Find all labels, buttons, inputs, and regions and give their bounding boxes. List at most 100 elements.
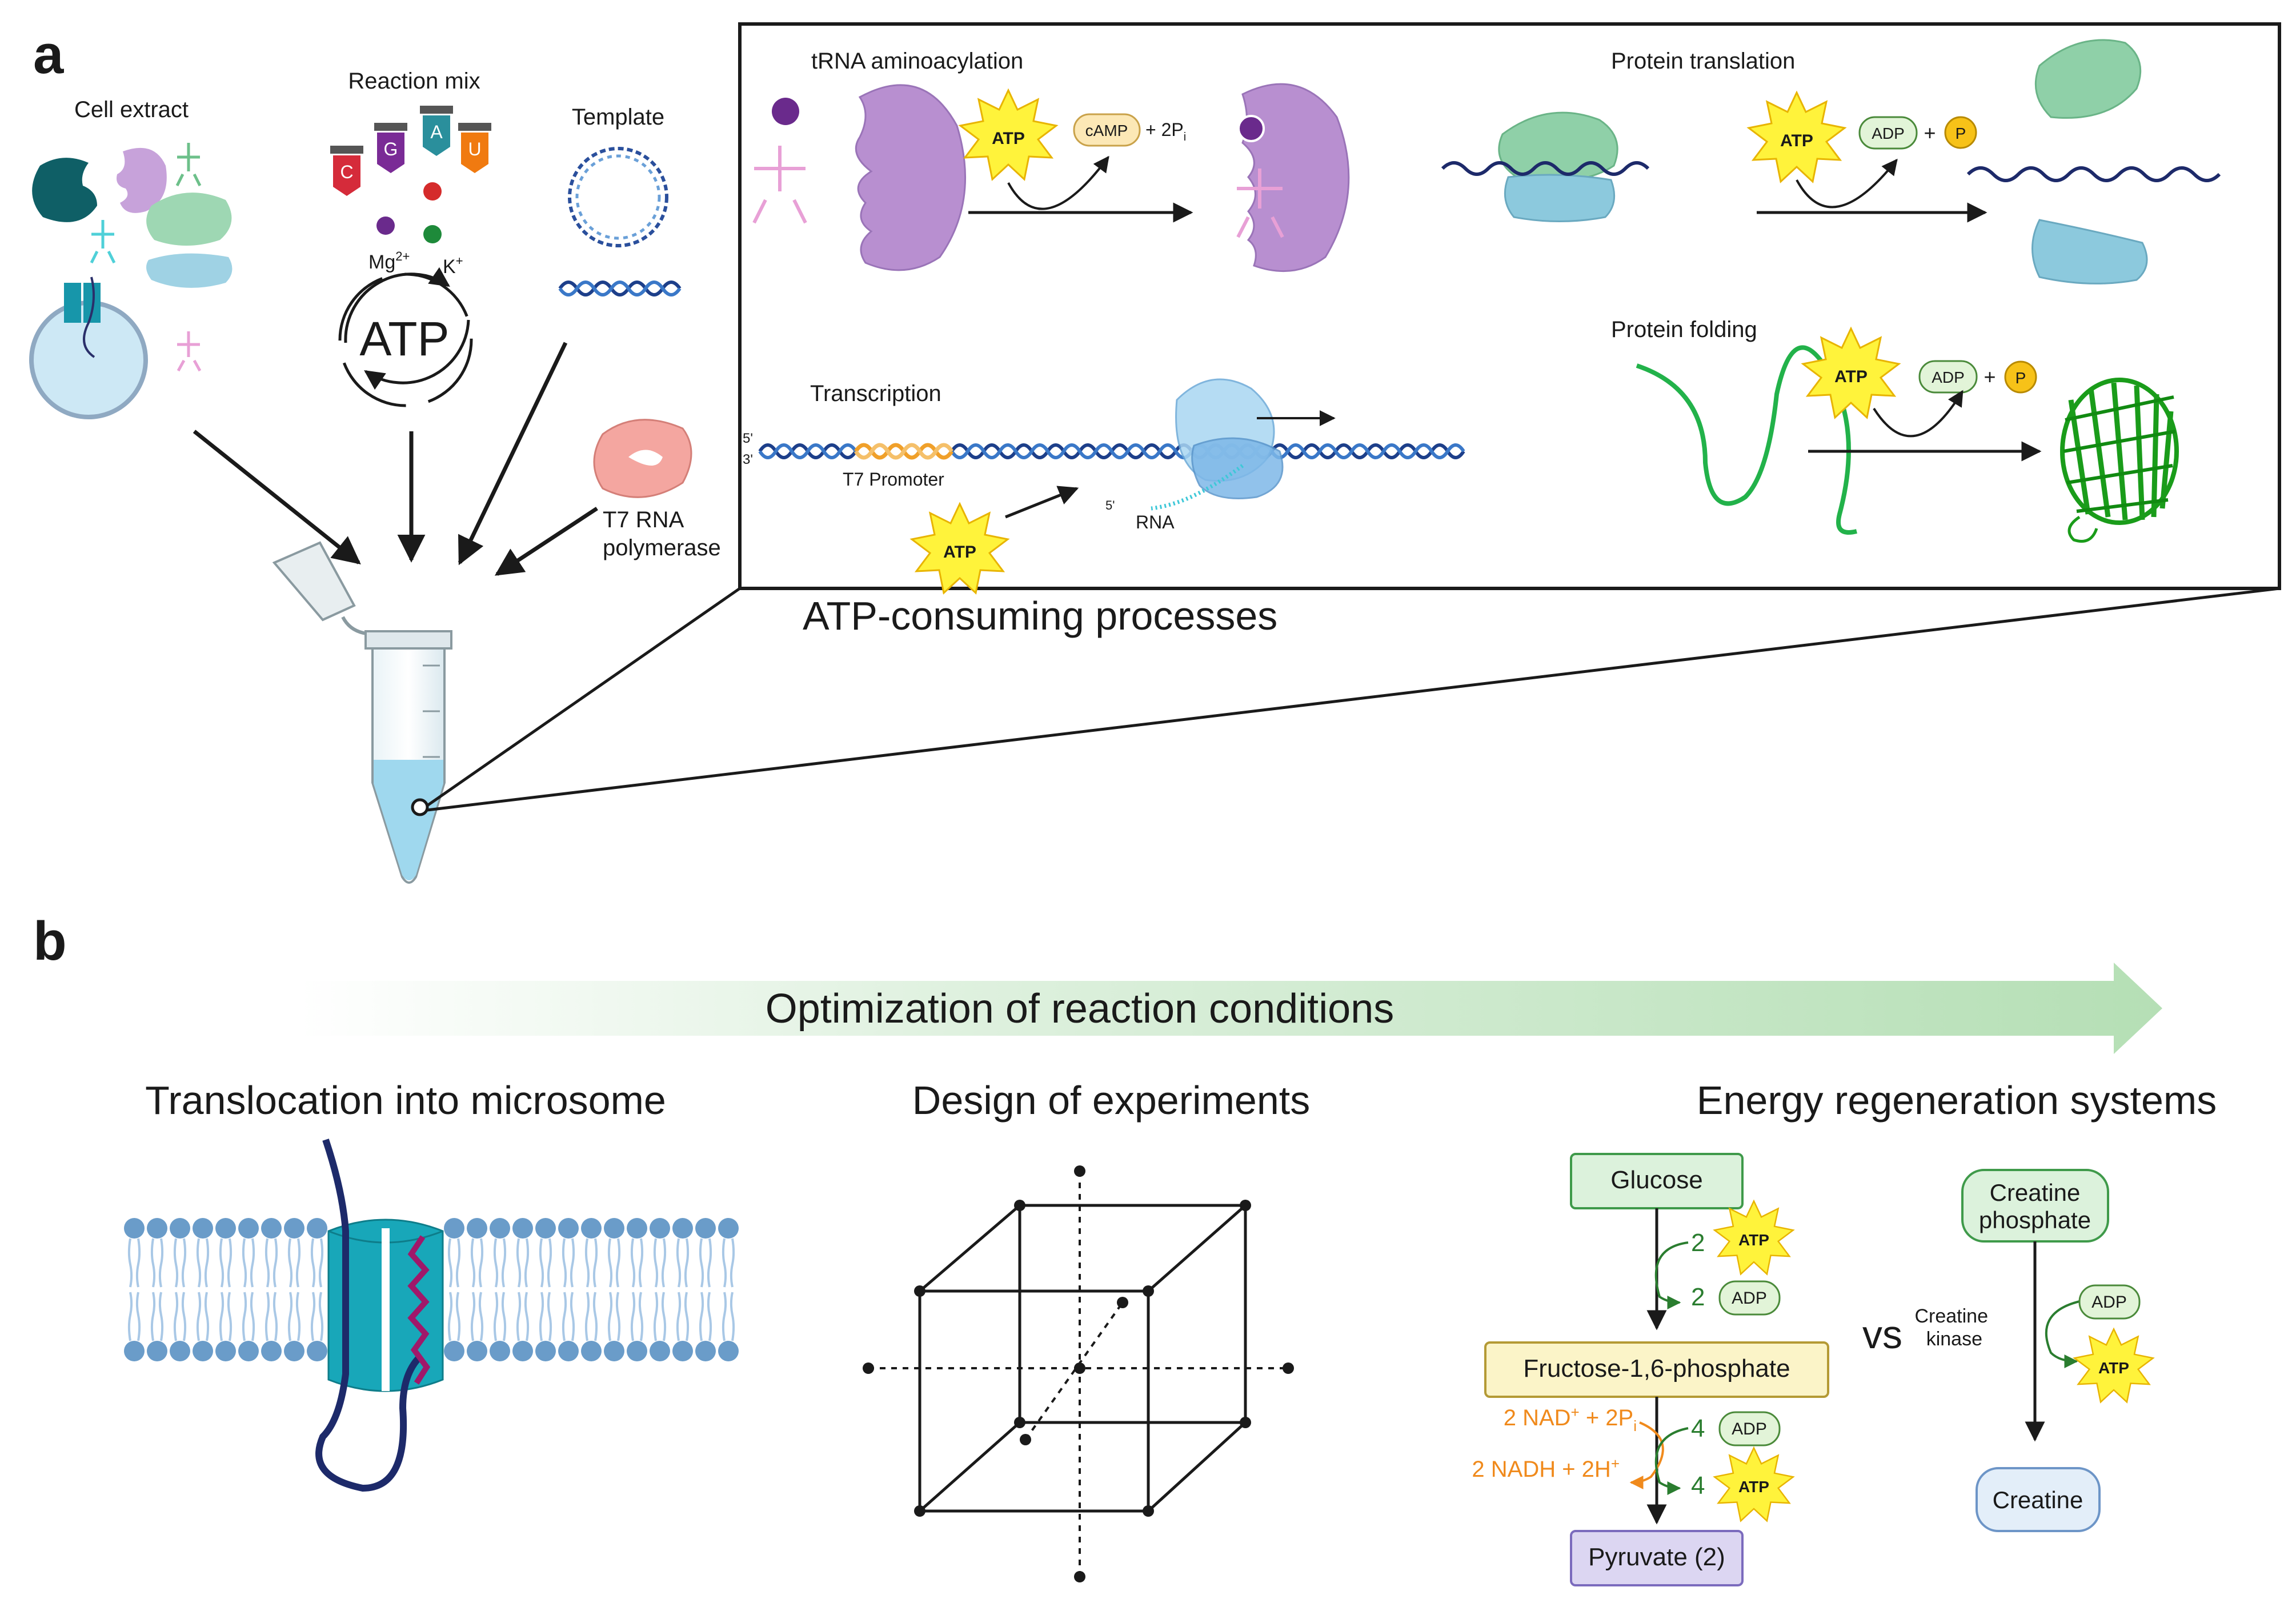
lipid-tail: [265, 1238, 270, 1288]
nadh-label: 2 NADH + 2H+: [1472, 1455, 1620, 1482]
lipid-head: [467, 1218, 487, 1239]
lipid-head: [558, 1218, 579, 1239]
lipid-head: [147, 1341, 167, 1361]
creatine-kinase-line1: Creatine: [1914, 1305, 1988, 1327]
optimization-banner-label: Optimization of reaction conditions: [766, 986, 1395, 1032]
creatine-phosphate-line1: Creatine: [1990, 1179, 2081, 1206]
lipid-head: [512, 1218, 533, 1239]
lipid-tail: [684, 1238, 690, 1288]
lipid-tail: [638, 1292, 644, 1341]
lipid-tail: [242, 1238, 247, 1288]
lipid-tail: [615, 1292, 621, 1341]
lipid-tail: [470, 1292, 476, 1341]
lipid-tail: [318, 1292, 324, 1341]
inset-caption: ATP-consuming processes: [803, 594, 1277, 638]
glycolysis-atp-label-2: ATP: [1738, 1478, 1769, 1496]
cell-extract-label: Cell extract: [74, 97, 189, 122]
lipid-head: [650, 1341, 670, 1361]
t7-label-line2: polymerase: [603, 535, 721, 560]
lipid-head: [307, 1341, 327, 1361]
lipid-head: [718, 1218, 739, 1239]
lipid-tail: [219, 1238, 225, 1288]
pyruvate-label: Pyruvate (2): [1588, 1543, 1725, 1571]
rna-label: RNA: [1136, 512, 1175, 532]
creatine-label: Creatine: [1993, 1486, 2083, 1513]
nad-label: 2 NAD+ + 2Pi: [1504, 1404, 1637, 1434]
camp-label: cAMP: [1085, 122, 1128, 139]
lipid-head: [604, 1341, 624, 1361]
lipid-head: [672, 1218, 693, 1239]
translation-phosphate: [1944, 116, 1977, 149]
creatine-box: [1976, 1467, 2101, 1532]
lipid-tail: [653, 1292, 659, 1341]
glycolysis-atp-label-1: ATP: [1738, 1231, 1769, 1249]
trna-icon: [752, 146, 807, 224]
t7-label-line1: T7 RNA: [603, 507, 684, 532]
lipid-tail: [447, 1238, 453, 1288]
lipid-tail: [661, 1292, 667, 1341]
lipid-head: [284, 1218, 304, 1239]
nucleotide-c: C: [340, 162, 353, 182]
panel-a-letter: a: [33, 24, 64, 85]
zoom-line-upper: [426, 587, 741, 807]
lipid-head: [261, 1341, 282, 1361]
lipid-tail: [135, 1292, 141, 1341]
lipid-tail: [684, 1292, 690, 1341]
lipid-tail: [607, 1238, 613, 1288]
lipid-tail: [653, 1238, 659, 1288]
dna-3prime: 3': [743, 452, 753, 467]
glycolysis-adp-label-2: ADP: [1732, 1420, 1767, 1438]
lipid-head: [124, 1341, 145, 1361]
trna-atp-label: ATP: [992, 129, 1025, 148]
lipid-tail: [570, 1292, 575, 1341]
lipid-head: [444, 1218, 464, 1239]
lipid-tail: [547, 1292, 552, 1341]
fructose-label: Fructose-1,6-phosphate: [1523, 1354, 1790, 1382]
lipid-tail: [539, 1292, 544, 1341]
panel-b-letter: b: [33, 911, 67, 972]
transcription-atp-arrow: [1005, 486, 1079, 519]
lipid-tail: [676, 1238, 682, 1288]
pyruvate-box: [1570, 1530, 1744, 1586]
lipid-tail: [181, 1238, 187, 1288]
lipid-tail: [127, 1292, 133, 1341]
lipid-head: [695, 1341, 716, 1361]
lipid-tail: [478, 1292, 484, 1341]
lipid-tail: [227, 1238, 233, 1288]
glycolysis-two-atp: 2: [1691, 1229, 1705, 1257]
lipid-tail: [478, 1238, 484, 1288]
lipid-head: [193, 1341, 213, 1361]
inset-box: [738, 22, 2281, 590]
zoom-line-lower: [427, 587, 2280, 812]
lipid-tail: [638, 1238, 644, 1288]
lipid-tail: [722, 1292, 727, 1341]
ribosome-large-free: [2034, 39, 2142, 119]
transcription-atp-label: ATP: [943, 543, 976, 562]
nascent-rna: [1151, 464, 1244, 511]
lipid-tail: [135, 1238, 141, 1288]
translation-plus: +: [1924, 121, 1936, 145]
mg-ion-label: Mg2+: [368, 249, 410, 273]
atp-cycle-label: ATP: [359, 312, 449, 366]
translation-title: Protein translation: [1611, 49, 1795, 74]
t7-polymerase-icon: [593, 419, 692, 498]
glycolysis-curve-2: [1654, 1427, 1689, 1495]
ribosome-left: [1498, 111, 1618, 222]
lipid-tail: [699, 1238, 704, 1288]
lipid-head: [581, 1218, 602, 1239]
lipid-tail: [158, 1238, 164, 1288]
nucleotide-g: G: [384, 139, 398, 159]
lipid-tail: [295, 1292, 301, 1341]
lipid-head: [467, 1341, 487, 1361]
translation-adp-label: ADP: [1872, 125, 1905, 142]
folding-adp-label: ADP: [1932, 368, 1965, 386]
k-ion-label: K+: [443, 254, 463, 278]
folding-curve-arrow: [1873, 390, 1964, 438]
lipid-tail: [196, 1292, 202, 1341]
lipid-head: [490, 1341, 510, 1361]
ion-red: [423, 182, 442, 201]
unfolded-protein: [1636, 345, 1857, 535]
glycolysis-adp-box-1: [1718, 1280, 1781, 1316]
lipid-tail: [699, 1292, 704, 1341]
lipid-tail: [607, 1292, 613, 1341]
